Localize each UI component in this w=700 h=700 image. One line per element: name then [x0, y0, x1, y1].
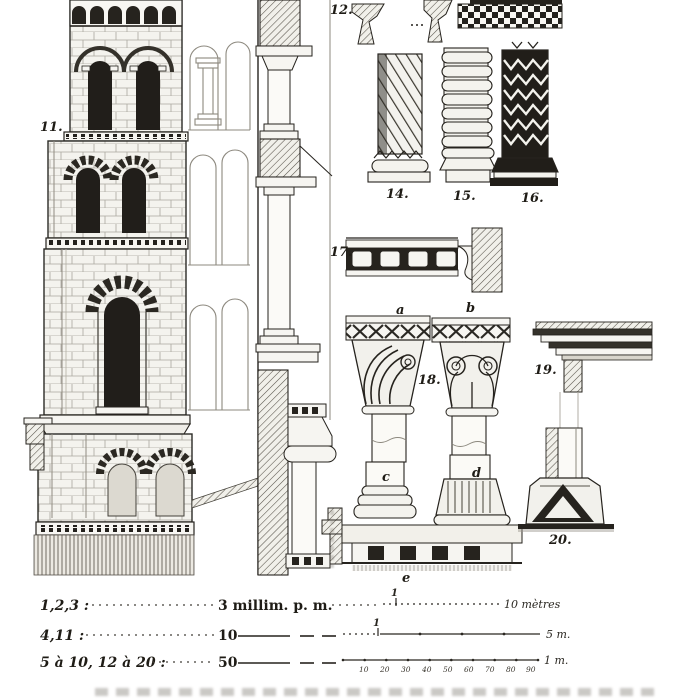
scale-bar-3: 10 20 30 40 50 60 70 80 90 1 m.	[341, 654, 568, 674]
figure-20-base	[518, 392, 614, 532]
figure-19-cornice	[532, 321, 653, 393]
tower-cornice	[39, 414, 191, 435]
base-blind-arcade	[51, 434, 196, 518]
billet-course	[35, 521, 195, 536]
scale-bar-3-tick-10: 10	[359, 665, 369, 674]
scale-bar-3-tick-40: 40	[421, 665, 432, 674]
molding-fragment-1	[351, 3, 385, 45]
faint-caption-strip	[95, 688, 655, 696]
part-a-label: a	[396, 303, 404, 318]
legend-row-2-figures: 4,11 :	[40, 628, 84, 644]
legend-row-3-figures: 5 à 10, 12 à 20 :	[40, 655, 166, 671]
part-c-label: c	[382, 470, 390, 485]
stage-3-window	[61, 249, 159, 415]
figure-15-column	[439, 47, 497, 183]
part-b-label: b	[466, 301, 475, 316]
figure-14-column	[367, 53, 431, 183]
legend-row-3: 5 à 10, 12 à 20 : 50 10 20 30 40 50 60 7…	[40, 654, 568, 674]
belfry-arches	[74, 46, 174, 130]
foundation-shading	[33, 534, 195, 576]
figure-16-label: 16.	[521, 191, 544, 206]
legend-row-1: 1,2,3 : 3 millim. p. m. 1 10 mètres	[40, 588, 561, 614]
figure-15-label: 15.	[453, 189, 476, 204]
legend-row-1-scale: 3 millim. p. m.	[218, 598, 333, 614]
legend-row-2-scale: 10	[218, 628, 238, 644]
scale-bar-3-tick-20: 20	[379, 665, 390, 674]
outline-sections	[188, 41, 251, 411]
legend: 1,2,3 : 3 millim. p. m. 1 10 mètres 4,11…	[40, 588, 570, 674]
string-course-1	[63, 131, 189, 142]
scale-bar-3-tick-70: 70	[485, 665, 495, 674]
part-e-label: e	[402, 571, 410, 586]
legend-row-1-figures: 1,2,3 :	[40, 598, 89, 614]
figure-11-label: 11.	[40, 120, 63, 135]
figure-12-label: 12.	[330, 3, 353, 18]
scale-bar-3-tick-90: 90	[526, 665, 536, 674]
scale-bar-1-end: 10 mètres	[504, 598, 561, 611]
base-c	[353, 461, 417, 519]
molding-fragment-2	[423, 0, 453, 43]
figure-18-group	[321, 315, 523, 571]
string-course-2	[45, 237, 189, 250]
capital-a	[345, 315, 431, 463]
legend-row-3-scale: 50	[218, 655, 238, 671]
plinth-steps-profile	[321, 507, 343, 565]
checker-band	[457, 3, 563, 29]
figure-19-label: 19.	[534, 363, 557, 378]
checker-band-top	[470, 0, 562, 4]
base-d	[433, 454, 511, 526]
scale-bar-3-tick-30: 30	[401, 665, 411, 674]
figure-20-label: 20.	[548, 533, 572, 548]
scale-bar-3-tick-60: 60	[464, 665, 474, 674]
figure-14-label: 14.	[386, 187, 409, 202]
buttress-steps	[23, 417, 53, 471]
scale-bar-3-tick-50: 50	[443, 665, 453, 674]
scale-bar-2-start: 1	[373, 618, 380, 629]
corbel-table	[69, 0, 183, 27]
figure-17-corbel-band	[345, 227, 503, 293]
scale-bar-2-end: 5 m.	[546, 628, 570, 641]
scale-bar-1-start: 1	[391, 588, 398, 599]
corbel-profile	[457, 245, 473, 281]
engraver-signature-mark	[330, 510, 334, 568]
figure-17-label: 17.	[330, 245, 353, 260]
scale-bar-3-end: 1 m.	[544, 654, 568, 667]
tower-elevation	[23, 0, 259, 576]
plinth-e	[339, 524, 523, 571]
nave-roof-line	[191, 477, 259, 509]
figure-16-column	[490, 41, 559, 186]
scale-bar-1: 1 10 mètres	[383, 588, 561, 611]
scale-bar-2: 1 5 m.	[343, 618, 570, 641]
stage-2-windows	[53, 141, 159, 238]
wall-section	[255, 0, 337, 576]
capital-b	[431, 317, 511, 463]
scale-bar-3-tick-80: 80	[506, 665, 516, 674]
wall-hatch	[471, 227, 503, 293]
figure-12-group	[351, 0, 563, 45]
figure-18-label: 18.	[418, 373, 441, 388]
legend-row-2: 4,11 : 10 1 5 m.	[40, 618, 570, 644]
part-d-label: d	[472, 466, 481, 481]
